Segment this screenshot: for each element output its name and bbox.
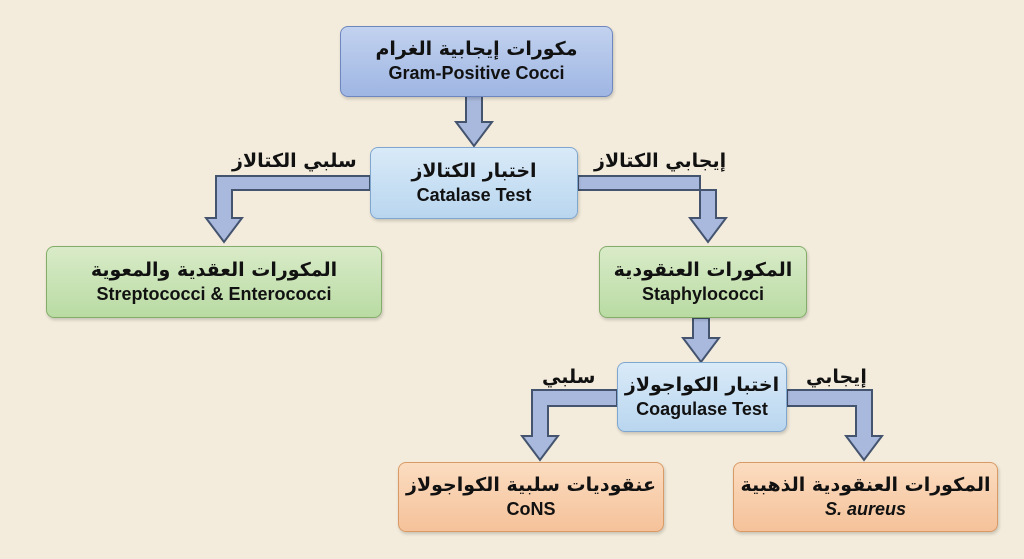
node-catalase-test-english: Catalase Test — [416, 184, 532, 205]
arrow-catalase-negative — [204, 175, 371, 244]
edge-label-catalase-positive: إيجابي الكتالاز — [594, 150, 727, 172]
arrow-staph-to-coagulase — [681, 317, 721, 364]
node-cons-english: CoNS — [506, 498, 556, 519]
node-cons-arabic: عنقوديات سلبية الكواجولاز — [406, 473, 656, 496]
node-s-aureus-english: S. aureus — [824, 498, 907, 519]
node-gram-positive-cocci: مكورات إيجابية الغرام Gram-Positive Cocc… — [340, 26, 613, 97]
edge-label-catalase-negative: سلبي الكتالاز — [232, 150, 357, 172]
node-gram-positive-cocci-arabic: مكورات إيجابية الغرام — [375, 38, 578, 61]
node-streptococci-enterococci-arabic: المكورات العقدية والمعوية — [90, 258, 338, 281]
node-staphylococci-arabic: المكورات العنقودية — [613, 258, 793, 281]
node-staphylococci-english: Staphylococci — [641, 283, 765, 304]
node-s-aureus-arabic: المكورات العنقودية الذهبية — [740, 473, 991, 496]
node-cons: عنقوديات سلبية الكواجولاز CoNS — [398, 462, 664, 532]
edge-label-coagulase-negative: سلبي — [542, 366, 596, 388]
arrow-coagulase-negative — [520, 389, 618, 462]
node-streptococci-enterococci: المكورات العقدية والمعوية Streptococci &… — [46, 246, 382, 318]
node-catalase-test-arabic: اختبار الكتالاز — [411, 159, 537, 182]
node-coagulase-test-arabic: اختبار الكواجولاز — [624, 373, 780, 396]
node-coagulase-test-english: Coagulase Test — [636, 398, 768, 419]
arrow-coagulase-positive — [786, 389, 884, 462]
edge-label-coagulase-positive: إيجابي — [806, 366, 867, 388]
arrow-root-to-catalase — [454, 94, 494, 148]
node-catalase-test: اختبار الكتالاز Catalase Test — [370, 147, 578, 219]
node-gram-positive-cocci-english: Gram-Positive Cocci — [388, 63, 565, 84]
node-staphylococci: المكورات العنقودية Staphylococci — [599, 246, 807, 318]
arrow-catalase-positive — [577, 175, 728, 244]
node-streptococci-enterococci-english: Streptococci & Enterococci — [96, 283, 332, 304]
node-coagulase-test: اختبار الكواجولاز Coagulase Test — [617, 362, 787, 432]
node-s-aureus: المكورات العنقودية الذهبية S. aureus — [733, 462, 998, 532]
